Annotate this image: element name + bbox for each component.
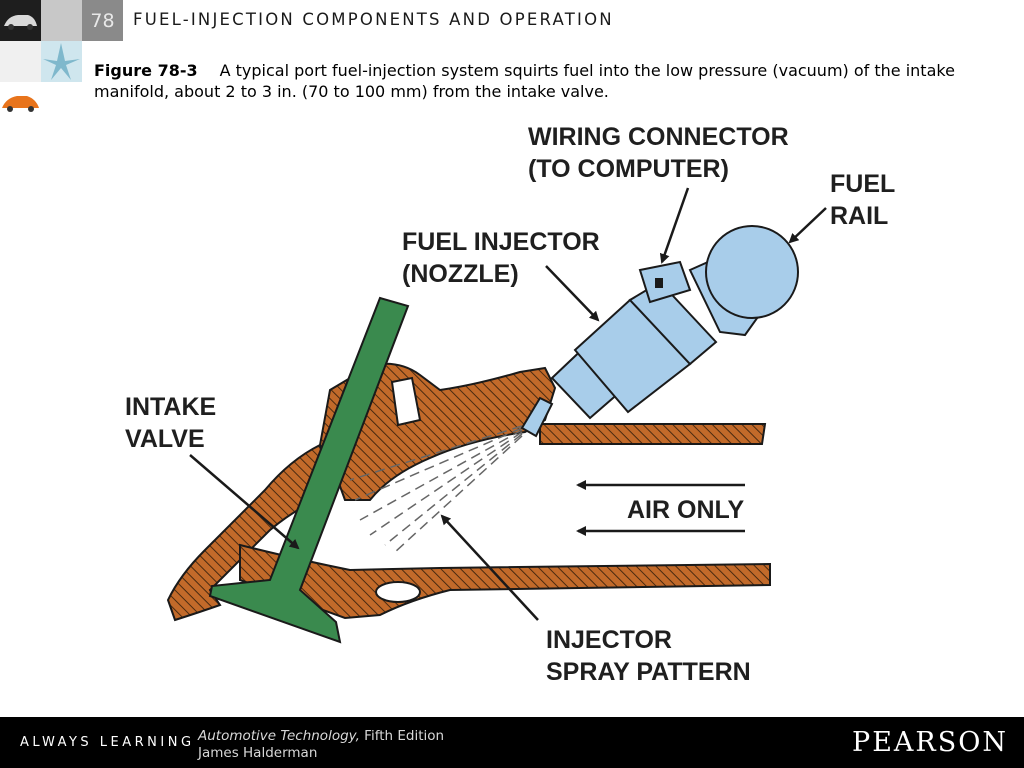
book-author: James Halderman [198, 745, 318, 761]
lower-cavity [375, 581, 421, 603]
intake-valve-label-line2: VALVE [125, 425, 205, 453]
intake-valve [208, 296, 410, 644]
connector-slot [655, 278, 663, 288]
header-thumbnails [0, 0, 41, 123]
spray-pattern-label-line1: INJECTOR [546, 626, 672, 654]
fuel-injector [520, 225, 799, 438]
fuel-rail-label-line1: FUEL [830, 170, 895, 198]
intake-manifold-upper [318, 362, 557, 501]
fuel-rail-label-line2: RAIL [830, 202, 888, 230]
fuel-rail-arrow [788, 207, 827, 244]
crystal-thumbnail [41, 41, 82, 82]
wiring-connector-label-line1: WIRING CONNECTOR [528, 123, 789, 151]
caption-text: A typical port fuel-injection system squ… [94, 61, 955, 101]
air-only-label: AIR ONLY [627, 496, 744, 524]
figure-label: Figure 78-3 [94, 61, 198, 80]
header-gray-block [41, 0, 82, 41]
intake-valve-arrow [189, 454, 300, 550]
injector-spray-pattern [349, 425, 523, 553]
upper-cavity [390, 376, 422, 427]
fuel-injector-arrow [545, 265, 600, 322]
intake-port-wall [166, 443, 332, 622]
pearson-logo: PEARSON [852, 727, 1008, 758]
book-edition: Fifth Edition [359, 728, 445, 744]
runner-upper-wall [539, 423, 767, 445]
car-thumbnail-silver [0, 0, 41, 41]
fuel-injector-label-line2: (NOZZLE) [402, 260, 519, 288]
wiring-connector-label-line2: (TO COMPUTER) [528, 155, 729, 183]
footer-book-info: Automotive Technology, Fifth Edition Jam… [198, 728, 444, 762]
blank-thumbnail [0, 41, 41, 82]
spray-pattern-label-line2: SPRAY PATTERN [546, 658, 751, 686]
intake-valve-label-line1: INTAKE [125, 393, 216, 421]
book-title: Automotive Technology, [198, 728, 360, 744]
chapter-number: 78 [82, 0, 123, 41]
fuel-injector-label-line1: FUEL INJECTOR [402, 228, 600, 256]
chapter-title: FUEL-INJECTION COMPONENTS AND OPERATION [133, 10, 614, 29]
fuel-injection-diagram: WIRING CONNECTOR (TO COMPUTER) FUEL RAIL… [125, 123, 895, 686]
footer-bar: ALWAYS LEARNING Automotive Technology, F… [0, 717, 1024, 768]
spray-pattern-arrow [440, 514, 539, 621]
car-thumbnail-orange [0, 82, 41, 123]
footer-tagline: ALWAYS LEARNING [20, 735, 195, 750]
wiring-connector-arrow [659, 187, 690, 264]
